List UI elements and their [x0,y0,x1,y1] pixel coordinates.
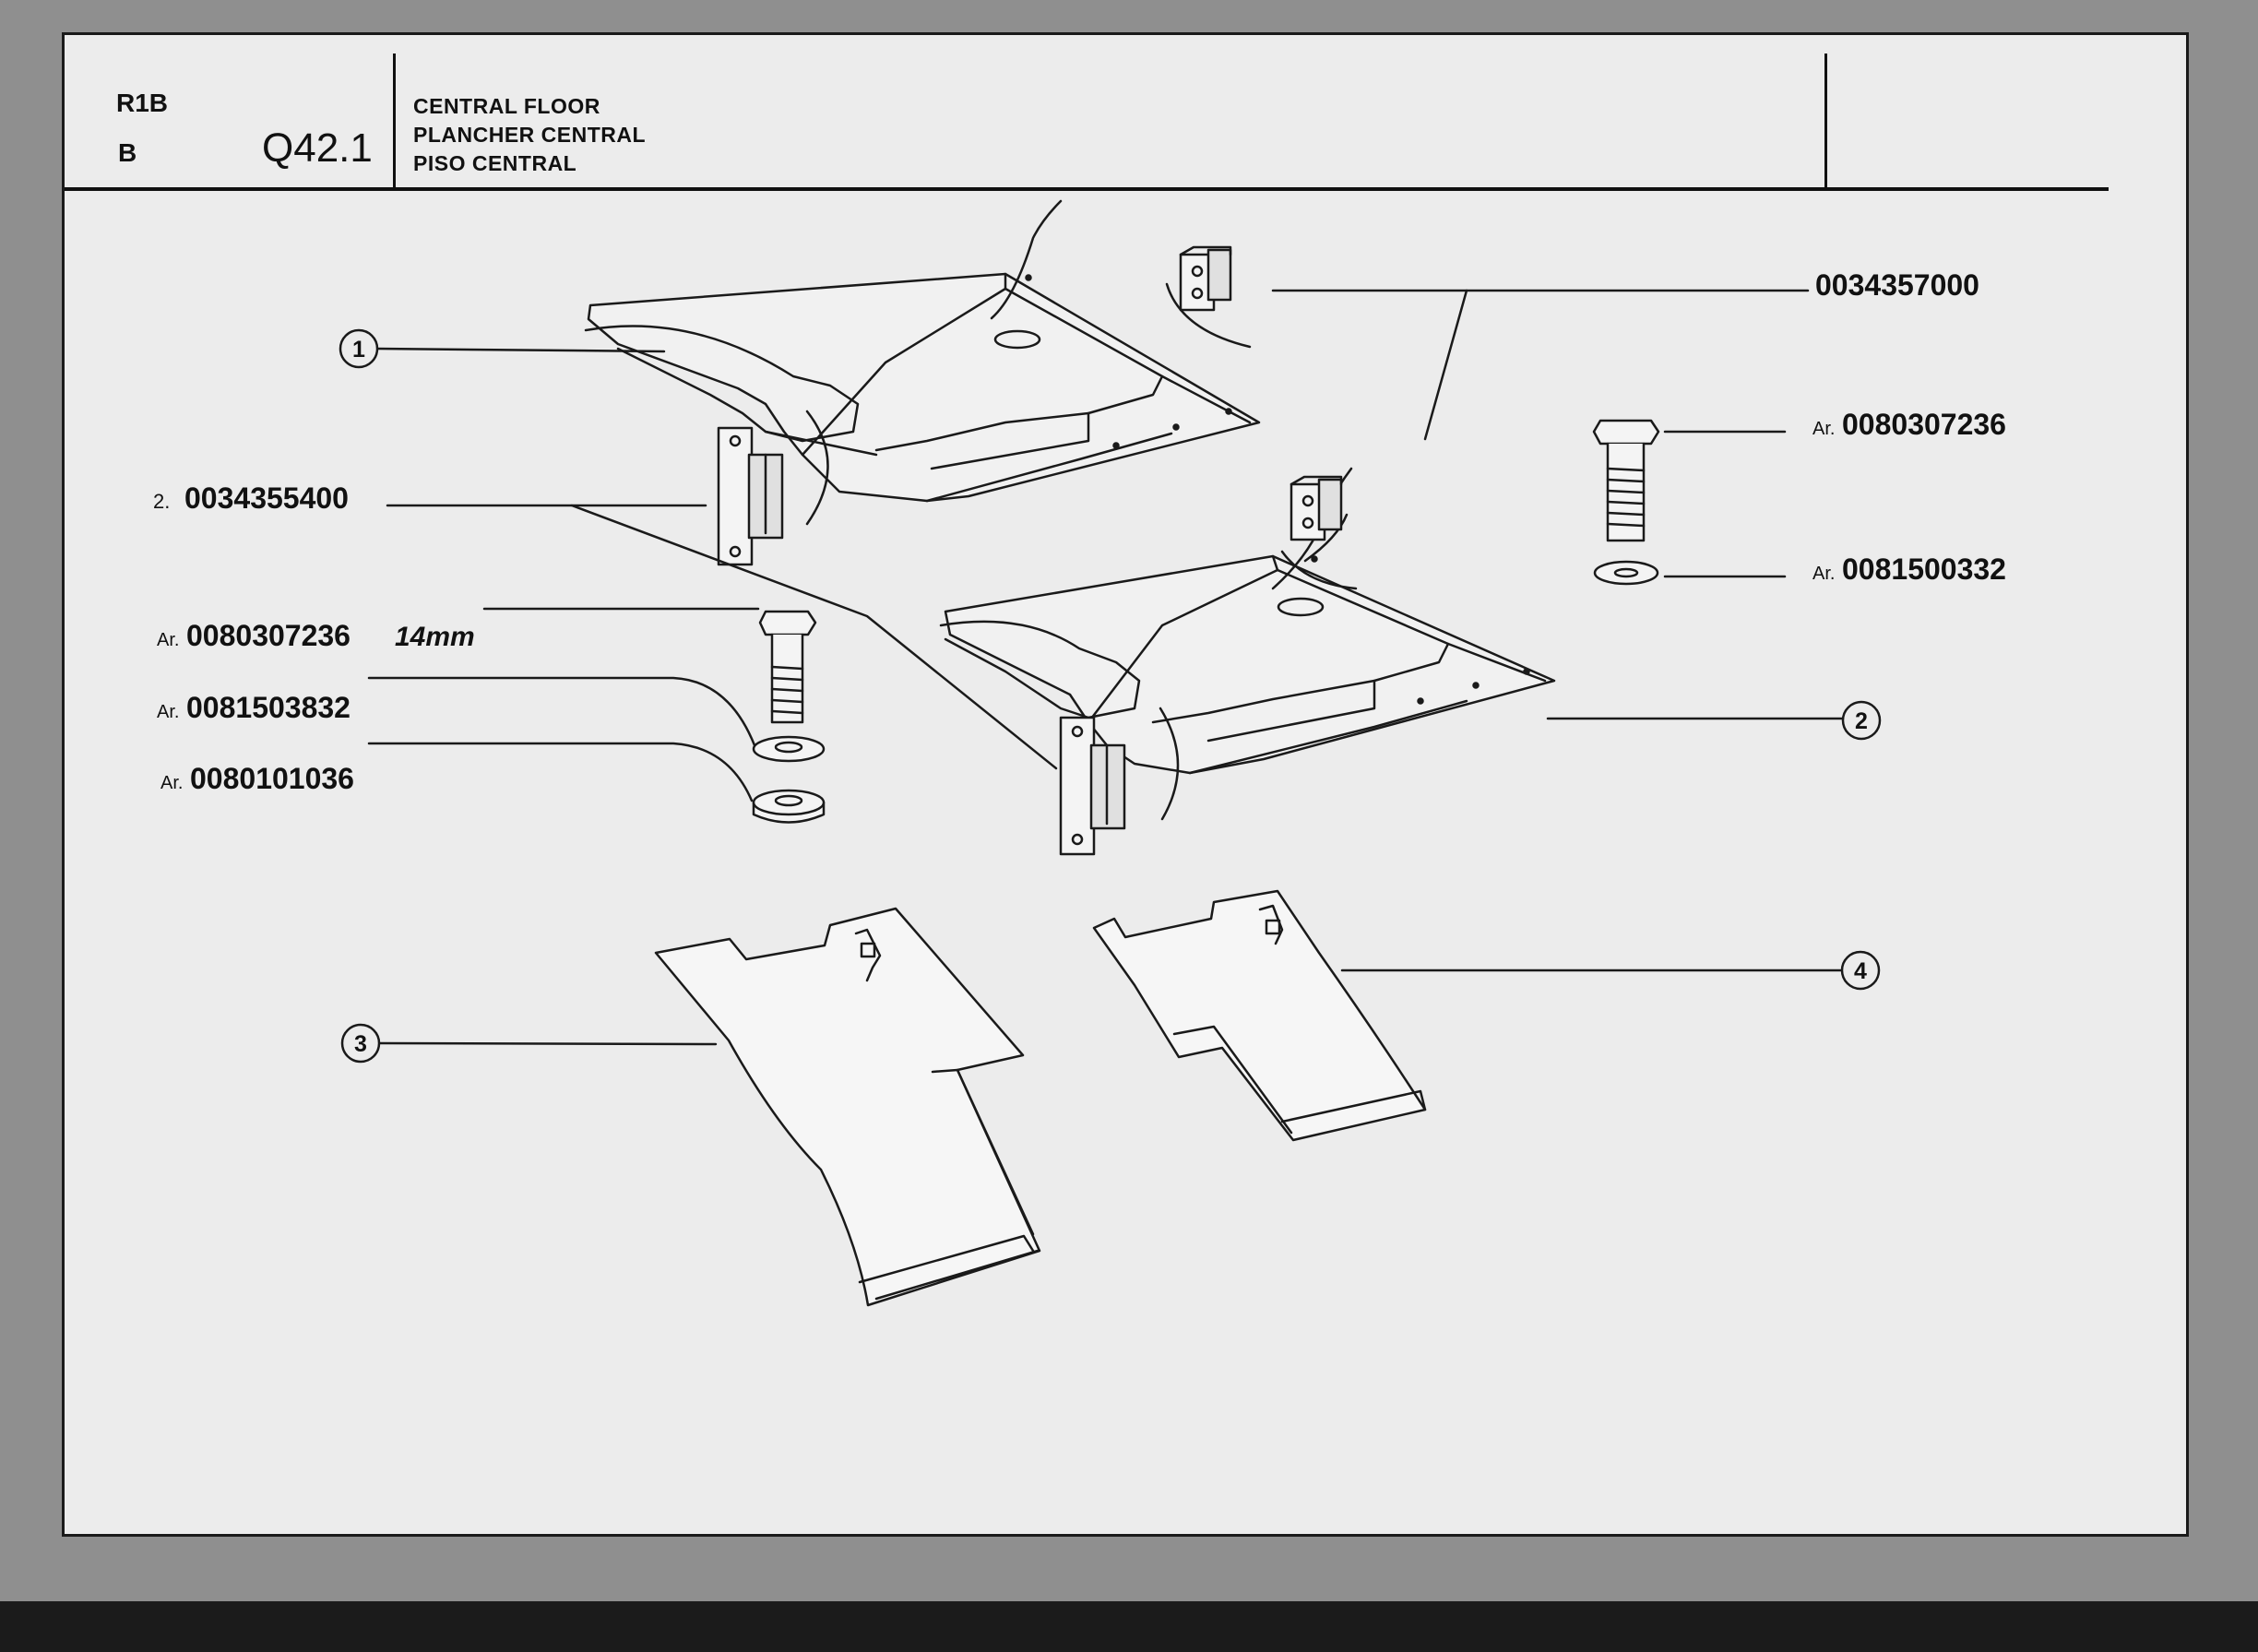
header-divider-right [1824,53,1827,190]
leader-bracket-left-2 [570,504,1058,770]
bracket-top-second [1280,475,1358,590]
leader-nut-left [367,742,754,802]
callout-1-number: 1 [352,337,365,362]
part-index-2: 2. [153,490,170,513]
exploded-parts-diagram: 1 2 3 4 0034357000 2. 0034355400 Ar. 008… [153,199,2006,1307]
leader-washer-left [367,676,756,747]
page-code: Q42.1 [262,125,373,171]
model-code: R1B [116,89,169,117]
nut-left [752,789,826,824]
floor-pan-2 [939,467,1556,775]
floor-mat-3 [654,907,1041,1307]
prefix-bolt-right: Ar. [1812,419,1835,439]
part-number-washer-left: 0081503832 [186,691,351,724]
bracket-top [1165,245,1252,349]
prefix-bolt-left: Ar. [157,630,179,650]
leader-callout-1 [376,347,666,353]
title-english: CENTRAL FLOOR [413,94,600,118]
bolt-left [758,610,817,724]
bracket-left-upper [717,410,829,566]
callout-2-number: 2 [1855,708,1868,734]
part-number-bolt-right: 0080307236 [1842,408,2006,441]
bracket-left-lower [1059,707,1180,856]
bolt-right [1592,419,1660,542]
title-french: PLANCHER CENTRAL [413,123,647,147]
prefix-washer-left: Ar. [157,702,179,722]
header-bottom-rule [65,187,2109,191]
bolt-left-size: 14mm [395,622,475,652]
prefix-washer-right: Ar. [1812,564,1835,584]
part-number-bracket-left: 0034355400 [184,481,349,515]
part-number-bolt-left: 0080307236 [186,619,351,652]
title-spanish: PISO CENTRAL [413,151,577,175]
part-number-bracket-top: 0034357000 [1815,268,1979,302]
callout-2-circle [1841,700,1882,741]
scan-bottom-edge [0,1601,2258,1652]
leader-callout-3 [378,1041,718,1046]
variant-code: B [118,138,137,167]
callout-3-number: 3 [354,1031,367,1057]
floor-pan-1 [584,199,1261,503]
floor-mat-4 [1092,889,1427,1142]
leader-bracket-top-2 [1423,289,1468,441]
part-number-washer-right: 0081500332 [1842,553,2006,586]
prefix-nut-left: Ar. [160,773,183,793]
callout-4-number: 4 [1854,958,1867,984]
washer-left [752,735,826,763]
part-number-nut-left: 0080101036 [190,762,354,795]
header-divider-left [393,53,396,190]
washer-right [1593,560,1659,586]
